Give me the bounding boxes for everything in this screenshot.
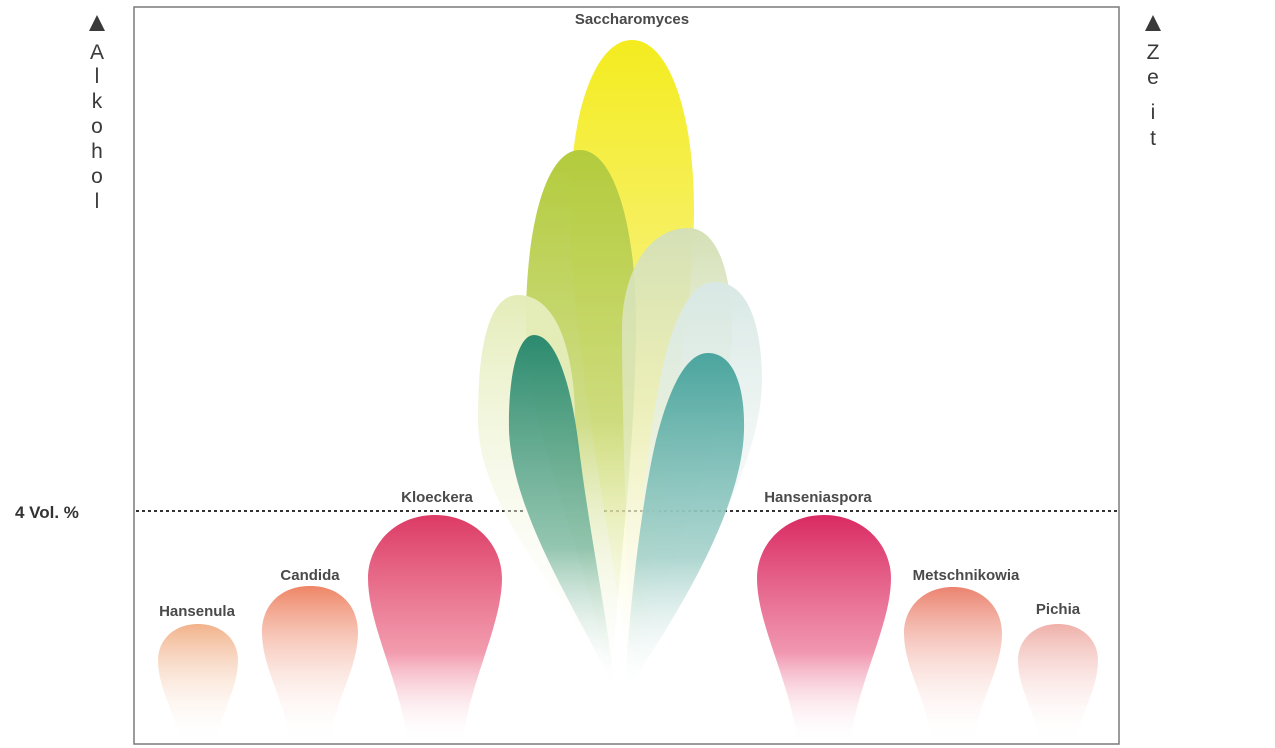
candida-shape [262, 586, 358, 744]
left-axis-label: A l k o h o l [90, 41, 104, 213]
metschnikowia-shape [904, 587, 1002, 744]
hansenula-label: Hansenula [159, 603, 236, 620]
metschnikowia-label: Metschnikowia [913, 567, 1020, 584]
threshold-label: 4 Vol. % [15, 503, 79, 522]
right-axis-label: Z e i t [1147, 41, 1160, 150]
kloeckera-shape [368, 515, 502, 744]
left-axis-arrow-icon [89, 15, 105, 31]
svg-text:t: t [1150, 127, 1156, 150]
kloeckera-label: Kloeckera [401, 489, 473, 506]
svg-text:k: k [92, 90, 103, 113]
svg-text:o: o [91, 165, 103, 188]
candida-label: Candida [280, 567, 340, 584]
svg-text:l: l [95, 65, 100, 88]
svg-text:A: A [90, 41, 104, 64]
hansenula-shape [158, 624, 238, 744]
hanseniaspora-shape [757, 515, 891, 744]
svg-text:i: i [1151, 101, 1156, 124]
pichia-shape [1018, 624, 1098, 744]
pichia-label: Pichia [1036, 601, 1081, 618]
right-axis-arrow-icon [1145, 15, 1161, 31]
svg-text:h: h [91, 140, 103, 163]
svg-text:l: l [95, 190, 100, 213]
saccharomyces-label: Saccharomyces [575, 11, 689, 28]
svg-text:e: e [1147, 66, 1159, 89]
svg-text:o: o [91, 115, 103, 138]
hanseniaspora-label: Hanseniaspora [764, 489, 872, 506]
svg-text:Z: Z [1147, 41, 1160, 64]
